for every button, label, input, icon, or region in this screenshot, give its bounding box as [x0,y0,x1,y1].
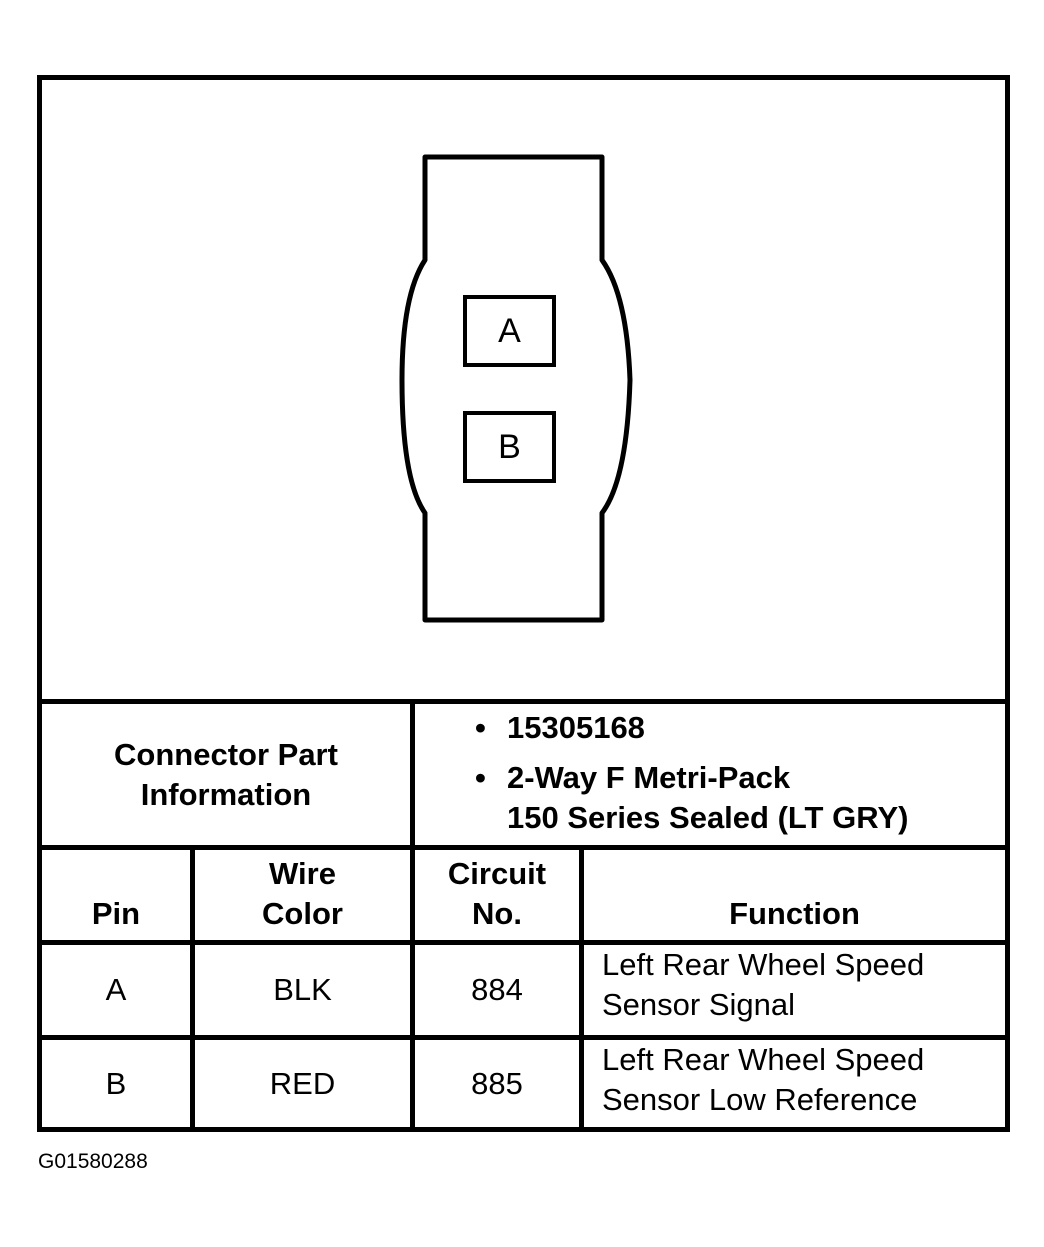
pin-cavity-label: A [498,311,521,350]
table-row-b-wire-color: RED [195,1040,410,1127]
circuit-value: 885 [471,1065,523,1101]
part-number-item: • 15305168 [475,708,908,748]
header-circuit-line1: Circuit [447,856,547,891]
divider [579,850,584,1127]
part-info-label-line2: Information [140,776,312,812]
header-pin-text: Pin [91,896,141,931]
table-row-b-function: Left Rear Wheel Speed Sensor Low Referen… [584,1040,1005,1127]
part-number: 15305168 [507,710,645,745]
part-info-list: • 15305168 • 2-Way F Metri-Pack 150 Seri… [475,708,908,838]
header-circuit-line2: No. [472,896,522,931]
part-description-line1: 2-Way F Metri-Pack [507,760,791,795]
part-description-line2: 150 Series Sealed (LT GRY) [507,800,909,835]
function-line1: Left Rear Wheel Speed [602,947,925,982]
part-info-label: Connector Part Information [42,704,410,845]
pin-cavity-label: B [498,427,521,466]
table-row-a-pin: A [42,945,190,1035]
divider [42,699,1005,704]
bullet-icon: • [475,760,486,795]
part-description-item: • 2-Way F Metri-Pack 150 Series Sealed (… [475,758,908,838]
figure-id: G01580288 [38,1150,148,1173]
header-wire-color-line2: Color [262,896,343,931]
function-line2: Sensor Low Reference [602,1082,918,1117]
circuit-value: 884 [471,972,523,1007]
wire-color-value: BLK [273,972,332,1007]
connector-outline-icon [399,154,633,623]
header-pin: Pin [42,850,190,940]
pin-cavity-a: A [463,295,556,367]
pin-cavity-b: B [463,411,556,483]
divider [42,940,1005,945]
table-row-a-wire-color: BLK [195,945,410,1035]
header-function-text: Function [729,896,860,931]
table-row-a-circuit: 884 [415,945,579,1035]
function-line2: Sensor Signal [602,987,796,1022]
header-wire-color: Wire Color [195,850,410,940]
part-info-label-line1: Connector Part [114,736,338,772]
header-function: Function [584,850,1005,940]
connector-face-diagram: A B [42,80,1005,699]
pin-value: A [105,972,127,1007]
pin-value: B [105,1065,127,1101]
table-row-a-function: Left Rear Wheel Speed Sensor Signal [584,945,1005,1035]
connector-info-frame: A B Connector Part Information • 1530516… [37,75,1010,1132]
bullet-icon: • [475,710,486,745]
function-line1: Left Rear Wheel Speed [602,1042,925,1077]
header-wire-color-line1: Wire [269,856,336,891]
divider [42,1035,1005,1040]
divider [42,845,1005,850]
divider [410,704,415,1127]
table-row-b-pin: B [42,1040,190,1127]
header-circuit-no: Circuit No. [415,850,579,940]
table-row-b-circuit: 885 [415,1040,579,1127]
divider [190,850,195,1127]
wire-color-value: RED [269,1065,336,1101]
